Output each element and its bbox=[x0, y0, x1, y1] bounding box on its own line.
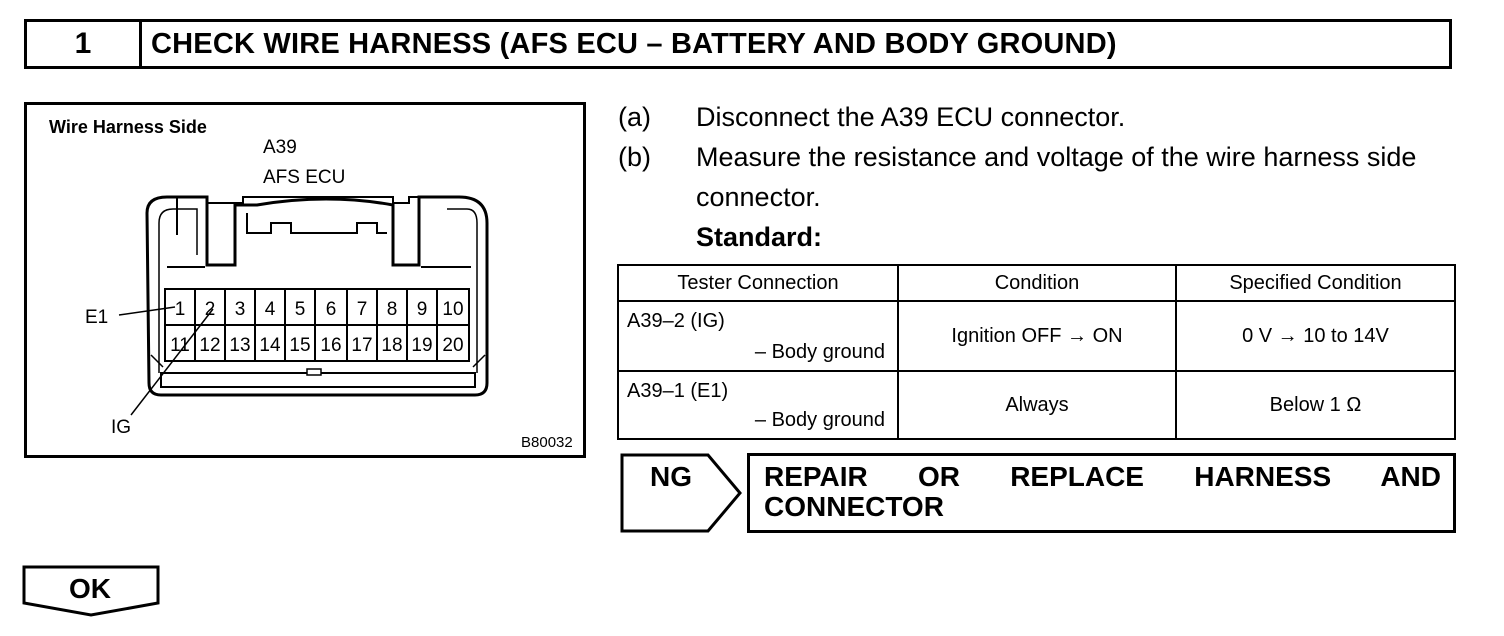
instruction-a: (a) Disconnect the A39 ECU connector. bbox=[618, 97, 1458, 137]
connector-id-label: A39 bbox=[263, 137, 297, 158]
connector-outline bbox=[176, 196, 437, 235]
table-cell-connection: A39–2 (IG) – Body ground bbox=[619, 302, 899, 370]
step-title: CHECK WIRE HARNESS (AFS ECU – BATTERY AN… bbox=[151, 27, 1117, 60]
instruction-b: (b) Measure the resistance and voltage o… bbox=[618, 137, 1458, 217]
connection-ground: – Body ground bbox=[754, 341, 885, 363]
connection-ground: – Body ground bbox=[754, 409, 885, 431]
table-header: Specified Condition bbox=[1229, 271, 1402, 294]
pin-label: 15 bbox=[289, 335, 310, 356]
step-number: 1 bbox=[27, 22, 142, 66]
table-cell-spec: Below 1 Ω bbox=[1269, 393, 1362, 416]
table-header-row: Tester Connection Condition Specified Co… bbox=[619, 266, 1454, 302]
ng-result-text: REPAIR OR REPLACE HARNESS AND CONNECTOR bbox=[764, 461, 1441, 522]
spec-table: Tester Connection Condition Specified Co… bbox=[617, 264, 1456, 440]
callout-e1-leader bbox=[118, 306, 176, 316]
pin-label: 13 bbox=[229, 335, 250, 356]
table-row: A39–1 (E1) – Body ground Always Below 1 … bbox=[619, 372, 1454, 438]
standard-label: Standard: bbox=[696, 222, 823, 252]
wire-harness-side-label: Wire Harness Side bbox=[49, 117, 207, 137]
ok-arrow-shape bbox=[22, 565, 160, 617]
instruction-label: (a) bbox=[618, 102, 651, 132]
ng-result-box: REPAIR OR REPLACE HARNESS AND CONNECTOR bbox=[747, 453, 1456, 533]
pin-label: 5 bbox=[295, 299, 306, 320]
callout-ig: IG bbox=[111, 417, 131, 438]
table-cell-condition: Always bbox=[899, 372, 1177, 438]
ng-arrow-shape bbox=[620, 453, 742, 533]
pin-label: 10 bbox=[442, 299, 463, 320]
pin-label: 2 bbox=[205, 299, 216, 320]
callout-e1: E1 bbox=[85, 307, 108, 328]
pin-label: 3 bbox=[235, 299, 246, 320]
pin-label: 20 bbox=[442, 335, 463, 356]
connector-drawing: Wire Harness Side A39 AFS ECU 1 bbox=[49, 117, 573, 451]
figure-code: B80032 bbox=[521, 434, 573, 451]
ok-branch: OK bbox=[22, 565, 162, 617]
ng-label: NG bbox=[650, 461, 692, 492]
connector-diagram: Wire Harness Side A39 AFS ECU 1 bbox=[24, 102, 586, 458]
table-header: Condition bbox=[899, 266, 1177, 300]
pin-label: 12 bbox=[199, 335, 220, 356]
instruction-label: (b) bbox=[618, 142, 651, 172]
connector-inner bbox=[158, 208, 478, 373]
table-cell-connection: A39–1 (E1) – Body ground bbox=[619, 372, 899, 438]
table-cell-spec: 0 V → 10 to 14V bbox=[1242, 324, 1389, 347]
pin-label: 11 bbox=[170, 335, 190, 356]
table-row: A39–2 (IG) – Body ground Ignition OFF → … bbox=[619, 302, 1454, 372]
pin-label: 6 bbox=[326, 299, 337, 320]
ng-branch: NG REPAIR OR REPLACE HARNESS AND CONNECT… bbox=[620, 453, 1456, 533]
instruction-text: Measure the resistance and voltage of th… bbox=[696, 142, 1417, 212]
pin-label: 1 bbox=[175, 299, 186, 320]
pin-dividers bbox=[194, 289, 438, 361]
ok-label: OK bbox=[69, 573, 111, 604]
pin-label: 9 bbox=[417, 299, 428, 320]
table-header: Tester Connection bbox=[619, 266, 899, 300]
step-header: 1 CHECK WIRE HARNESS (AFS ECU – BATTERY … bbox=[24, 19, 1452, 69]
connection-pin: A39–2 (IG) bbox=[627, 310, 725, 332]
connector-body bbox=[145, 195, 489, 397]
latch bbox=[246, 213, 387, 234]
pin-label: 19 bbox=[411, 335, 432, 356]
instruction-text: Disconnect the A39 ECU connector. bbox=[696, 102, 1126, 132]
pin-label: 16 bbox=[320, 335, 341, 356]
connection-pin: A39–1 (E1) bbox=[627, 380, 729, 402]
pin-label: 14 bbox=[259, 335, 281, 356]
pin-label: 18 bbox=[381, 335, 402, 356]
pin-label: 17 bbox=[351, 335, 372, 356]
pin-label: 4 bbox=[265, 299, 276, 320]
table-cell-condition: Ignition OFF → ON bbox=[899, 302, 1177, 370]
callout-ig-leader bbox=[130, 308, 214, 416]
pin-label: 8 bbox=[387, 299, 398, 320]
pin-label: 7 bbox=[357, 299, 368, 320]
connector-name-label: AFS ECU bbox=[263, 167, 345, 188]
